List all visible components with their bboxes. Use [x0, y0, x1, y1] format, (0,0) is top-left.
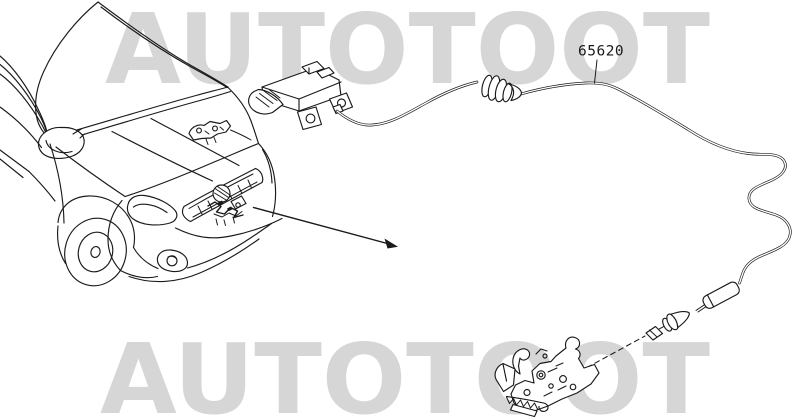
part-number-label[interactable]: 65620 [578, 44, 624, 60]
watermark-bottom: AUTOTOOT [100, 323, 710, 420]
cable-grommet-drawing [481, 74, 523, 103]
hood-lock-location-sketch [188, 119, 252, 145]
car-illustration [0, 1, 283, 287]
part-callout-65620[interactable]: 65620 [578, 44, 624, 84]
watermark-top: AUTOTOOT [105, 0, 710, 106]
hood-release-handle-drawing [248, 60, 354, 131]
watermark-top-text: AUTOTOOT [105, 0, 710, 106]
hood-lock-control-cable-drawing [335, 80, 792, 285]
assembly-dashed-line [586, 335, 646, 369]
pointer-arrow [252, 206, 398, 249]
watermark-bottom-text: AUTOTOOT [100, 323, 710, 420]
part-callout-leader-line [594, 59, 598, 84]
cable-end-fittings-drawing [645, 281, 740, 341]
hood-lock-assembly-drawing [494, 336, 600, 418]
